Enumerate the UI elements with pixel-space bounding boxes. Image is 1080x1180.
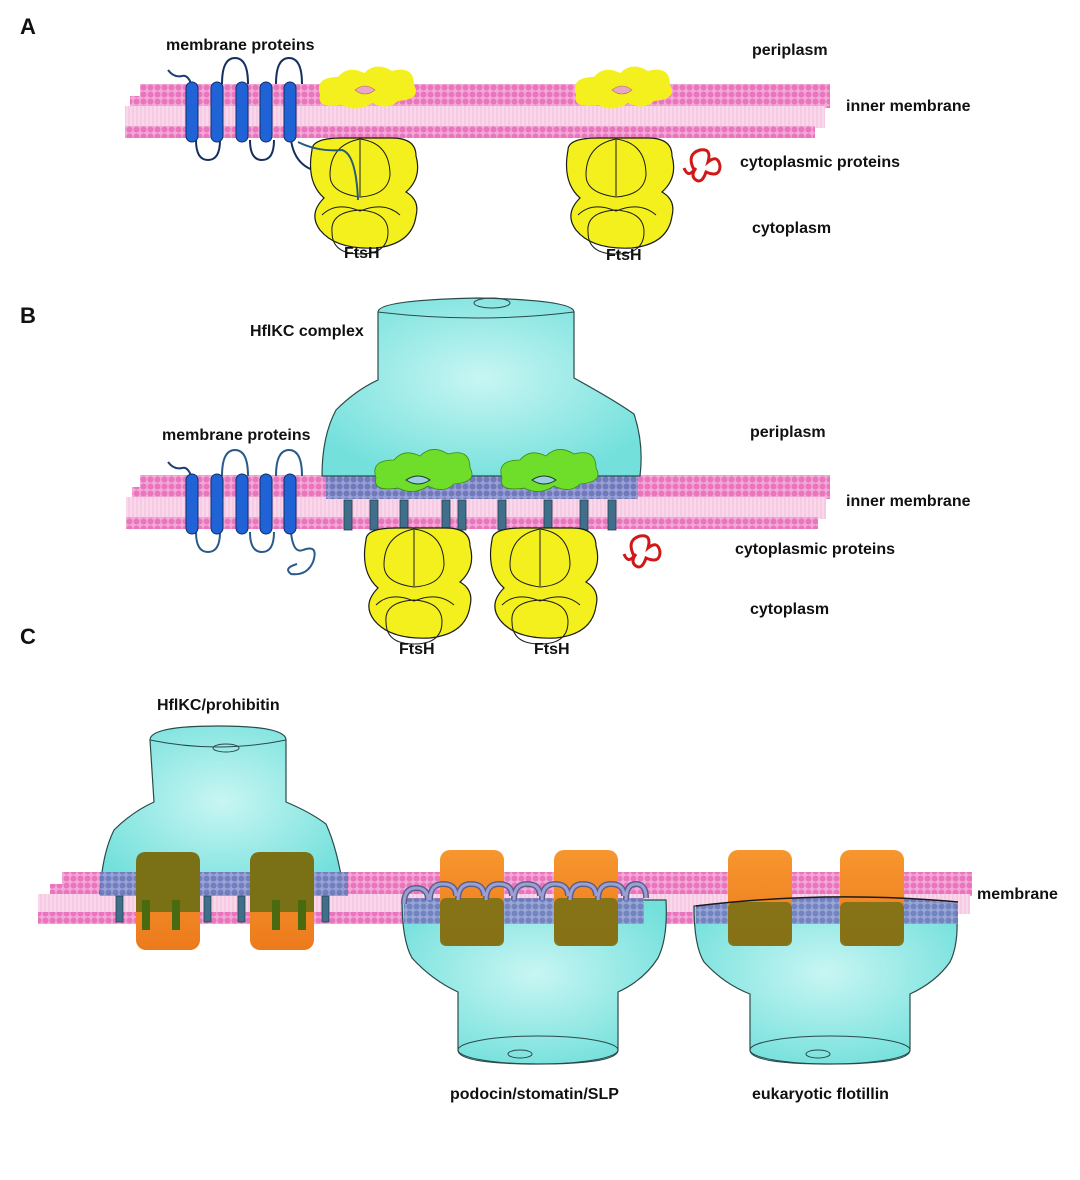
flotillin-complex xyxy=(693,850,959,1065)
podocin-stomatin-complex xyxy=(401,850,667,1065)
label-membrane-proteins-a: membrane proteins xyxy=(166,37,315,54)
membrane-protein-helices xyxy=(167,56,355,215)
panel-letter-a: A xyxy=(20,14,36,39)
label-podocin-stomatin-slp: podocin/stomatin/SLP xyxy=(450,1086,619,1103)
label-periplasm-b: periplasm xyxy=(750,424,826,441)
ftsh-hexamer-b-right xyxy=(489,449,599,645)
panel-letter-c: C xyxy=(20,624,36,649)
label-cytoplasmic-proteins-b: cytoplasmic proteins xyxy=(735,541,895,558)
panel-a: A xyxy=(20,14,971,264)
panel-letter-b: B xyxy=(20,303,36,328)
panel-c: C xyxy=(20,624,1058,1103)
hflkc-anchors xyxy=(343,499,617,531)
panel-b: B xyxy=(20,297,971,658)
label-ftsh-b-left: FtsH xyxy=(399,641,435,658)
label-cytoplasm-b: cytoplasm xyxy=(750,601,829,618)
ftsh-hexamer-right xyxy=(565,66,675,255)
inner-membrane-bilayer xyxy=(125,84,830,138)
label-ftsh-a-right: FtsH xyxy=(606,247,642,264)
inner-membrane-bilayer-b xyxy=(126,475,830,529)
cytoplasmic-protein-squiggle-b xyxy=(622,534,662,569)
cytoplasmic-protein-squiggle xyxy=(682,148,722,183)
hflkc-prohibitin-complex xyxy=(99,725,348,950)
label-ftsh-b-right: FtsH xyxy=(534,641,570,658)
label-ftsh-a-left: FtsH xyxy=(344,245,380,262)
label-membrane-proteins-b: membrane proteins xyxy=(162,427,311,444)
label-cytoplasm-a: cytoplasm xyxy=(752,220,831,237)
label-membrane-c: membrane xyxy=(977,886,1058,903)
membrane-protein-helices-b xyxy=(167,448,316,576)
label-inner-membrane-b: inner membrane xyxy=(846,493,971,510)
label-eukaryotic-flotillin: eukaryotic flotillin xyxy=(752,1086,889,1103)
label-hflkc-prohibitin: HflKC/prohibitin xyxy=(157,697,280,714)
label-cytoplasmic-proteins-a: cytoplasmic proteins xyxy=(740,154,900,171)
label-periplasm-a: periplasm xyxy=(752,42,828,59)
label-inner-membrane-a: inner membrane xyxy=(846,98,971,115)
label-hflkc-complex: HflKC complex xyxy=(250,323,364,340)
ftsh-hexamer-b-left xyxy=(363,449,473,645)
hflkc-complex xyxy=(321,297,642,477)
ftsh-hexamer-left xyxy=(297,66,419,255)
